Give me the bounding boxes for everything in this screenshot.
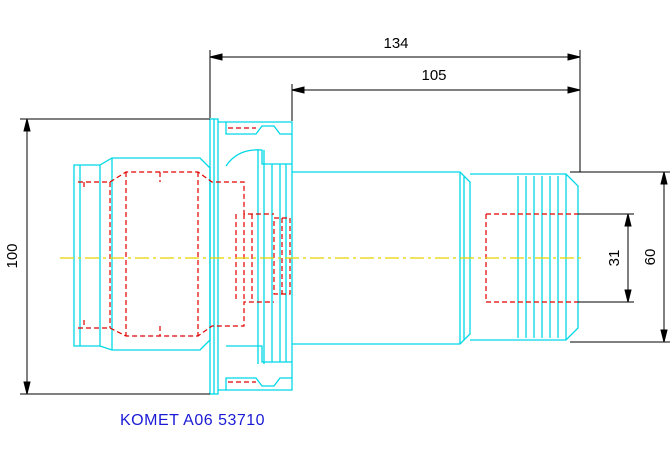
part-outline xyxy=(73,118,579,395)
dim-bore-diameter: 31 xyxy=(606,250,623,267)
dim-body-length: 105 xyxy=(421,67,446,84)
collar-outline xyxy=(218,121,293,391)
dimension-lines xyxy=(20,50,670,395)
threaded-end-outline xyxy=(470,173,579,341)
part-caption: KOMET A06 53710 xyxy=(120,412,265,429)
dim-flange-diameter: 100 xyxy=(4,243,21,268)
dim-overall-length: 134 xyxy=(383,35,408,52)
collet-outline xyxy=(73,157,211,351)
dim-shank-diameter: 60 xyxy=(642,249,659,266)
